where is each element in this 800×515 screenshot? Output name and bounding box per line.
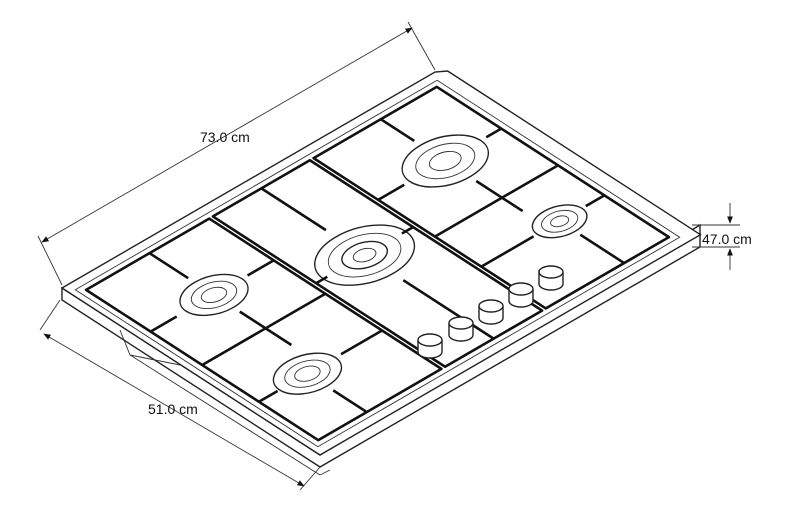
knob-5[interactable]	[539, 266, 563, 290]
burner-left-back	[167, 266, 262, 323]
height-label: 47.0 cm	[702, 231, 752, 247]
depth-label: 51.0 cm	[148, 401, 198, 417]
dimension-depth-line	[40, 300, 320, 490]
burner-right-front	[522, 198, 598, 244]
control-knobs	[418, 266, 563, 358]
knob-2[interactable]	[449, 317, 473, 341]
knob-3[interactable]	[479, 300, 503, 324]
knob-4[interactable]	[509, 283, 533, 307]
width-label: 73.0 cm	[200, 129, 250, 145]
dimension-width-line	[38, 22, 435, 285]
dimension-height-line	[692, 203, 740, 270]
knob-1[interactable]	[418, 334, 442, 358]
